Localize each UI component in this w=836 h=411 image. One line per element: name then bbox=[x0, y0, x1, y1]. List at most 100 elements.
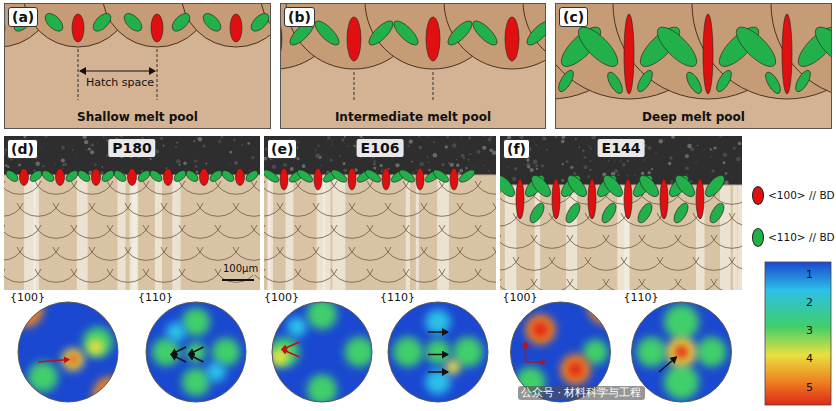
grain-ellipse bbox=[605, 70, 626, 96]
resin-speckle bbox=[218, 140, 221, 143]
figure-panel: (b)Intermediate melt pool bbox=[280, 3, 546, 129]
resin-speckle bbox=[55, 164, 56, 165]
pole-label: {100} bbox=[503, 291, 538, 304]
resin-speckle bbox=[713, 147, 716, 150]
resin-speckle bbox=[176, 142, 178, 144]
legend-text: <100> // BD bbox=[768, 189, 835, 202]
melt-pool-boundary bbox=[89, 247, 131, 260]
intensity-blob bbox=[426, 310, 451, 335]
melt-pool-boundary bbox=[549, 257, 591, 270]
resin-speckle bbox=[695, 161, 697, 163]
grain-ellipse bbox=[431, 168, 450, 185]
melt-pool-boundary bbox=[264, 247, 283, 260]
resin-speckle bbox=[477, 150, 481, 154]
resin-speckle bbox=[655, 152, 657, 154]
grain-ellipse bbox=[660, 179, 668, 219]
resin-speckle bbox=[155, 149, 159, 153]
resin-speckle bbox=[343, 162, 346, 165]
melt-pool-boundary bbox=[639, 235, 681, 248]
grain-ellipse bbox=[121, 10, 145, 34]
resin-speckle bbox=[249, 169, 251, 171]
resin-speckle bbox=[535, 164, 538, 167]
melt-pool-boundary bbox=[475, 181, 496, 194]
grain-ellipse bbox=[20, 169, 29, 186]
resin-speckle bbox=[183, 162, 186, 165]
hatch-guide bbox=[157, 49, 158, 100]
melt-pool-schematic bbox=[4, 3, 271, 129]
grain-ellipse bbox=[624, 14, 634, 94]
grain-ellipse bbox=[208, 168, 224, 183]
melt-pool-boundary bbox=[500, 235, 501, 248]
intensity-blob bbox=[426, 340, 451, 365]
resin-speckle bbox=[272, 164, 277, 169]
melt-pool-boundary bbox=[475, 225, 496, 238]
resin-speckle bbox=[418, 146, 422, 150]
melt-pool-boundary bbox=[4, 181, 5, 194]
resin-speckle bbox=[302, 164, 306, 168]
pole-label: {110} bbox=[380, 291, 415, 304]
resin-speckle bbox=[91, 143, 95, 147]
melt-pool-boundary bbox=[215, 225, 257, 238]
pole-outline bbox=[18, 302, 118, 402]
resin-speckle bbox=[584, 165, 588, 169]
resin-speckle bbox=[561, 140, 565, 144]
grain-ellipse bbox=[635, 201, 655, 225]
resin-speckle bbox=[321, 165, 322, 166]
resin-speckle bbox=[685, 154, 689, 158]
resin-speckle bbox=[299, 159, 300, 160]
resin-speckle bbox=[433, 153, 437, 157]
melt-pool-boundary bbox=[295, 225, 337, 238]
melt-pool-boundary bbox=[143, 225, 185, 238]
melt-pool-boundary bbox=[403, 225, 445, 238]
resin-speckle bbox=[7, 165, 10, 168]
grain-ellipse bbox=[264, 168, 281, 185]
orientation-arrow bbox=[189, 347, 204, 355]
melt-pool-boundary bbox=[657, 257, 699, 270]
melt-pool-boundary bbox=[439, 269, 481, 282]
hatch-guide bbox=[354, 72, 355, 102]
melt-pool-boundary bbox=[421, 203, 463, 216]
grain-ellipse bbox=[672, 172, 698, 200]
hatch-guide bbox=[433, 72, 434, 102]
resin-speckle bbox=[634, 175, 636, 177]
resin-speckle bbox=[448, 162, 449, 163]
resin-speckle bbox=[441, 163, 444, 166]
grain-ellipse bbox=[707, 201, 727, 225]
columnar-grain bbox=[737, 185, 742, 290]
melt-pool-boundary bbox=[331, 225, 373, 238]
resin-speckle bbox=[670, 180, 673, 183]
resin-speckle bbox=[120, 136, 123, 138]
melt-pool-boundary bbox=[500, 191, 501, 204]
resin-speckle bbox=[590, 160, 592, 162]
resin-speckle bbox=[712, 150, 713, 151]
grain-ellipse bbox=[469, 17, 500, 48]
intensity-blob bbox=[68, 355, 78, 365]
melt-pool-boundary bbox=[385, 247, 427, 260]
resin-speckle bbox=[445, 145, 448, 148]
legend-swatch bbox=[752, 228, 764, 247]
panel-letter: (e) bbox=[267, 139, 297, 159]
resin-speckle bbox=[508, 167, 509, 168]
resin-speckle bbox=[344, 136, 346, 138]
melt-pool-boundary bbox=[264, 269, 265, 282]
grain-ellipse bbox=[500, 172, 518, 200]
resin-speckle bbox=[562, 163, 564, 165]
resin-speckle bbox=[711, 169, 714, 172]
resin-speckle bbox=[4, 152, 6, 156]
resin-speckle bbox=[469, 153, 471, 155]
resin-speckle bbox=[331, 140, 332, 141]
melt-pool-boundary bbox=[493, 247, 496, 260]
grain-ellipse bbox=[523, 17, 546, 48]
colorbar-value: 1 bbox=[806, 268, 813, 281]
melt-pool-boundary bbox=[89, 203, 131, 216]
resin-speckle bbox=[82, 136, 86, 139]
resin-speckle bbox=[178, 163, 179, 164]
melt-pool-boundary bbox=[197, 247, 239, 260]
resin-speckle bbox=[614, 169, 618, 173]
pole-label: {110} bbox=[138, 291, 173, 304]
melt-pool-boundary bbox=[603, 279, 645, 290]
resin-speckle bbox=[62, 168, 64, 170]
scale-label: 100μm bbox=[222, 263, 259, 275]
resin-speckle bbox=[659, 139, 663, 143]
intensity-blob bbox=[270, 337, 300, 367]
